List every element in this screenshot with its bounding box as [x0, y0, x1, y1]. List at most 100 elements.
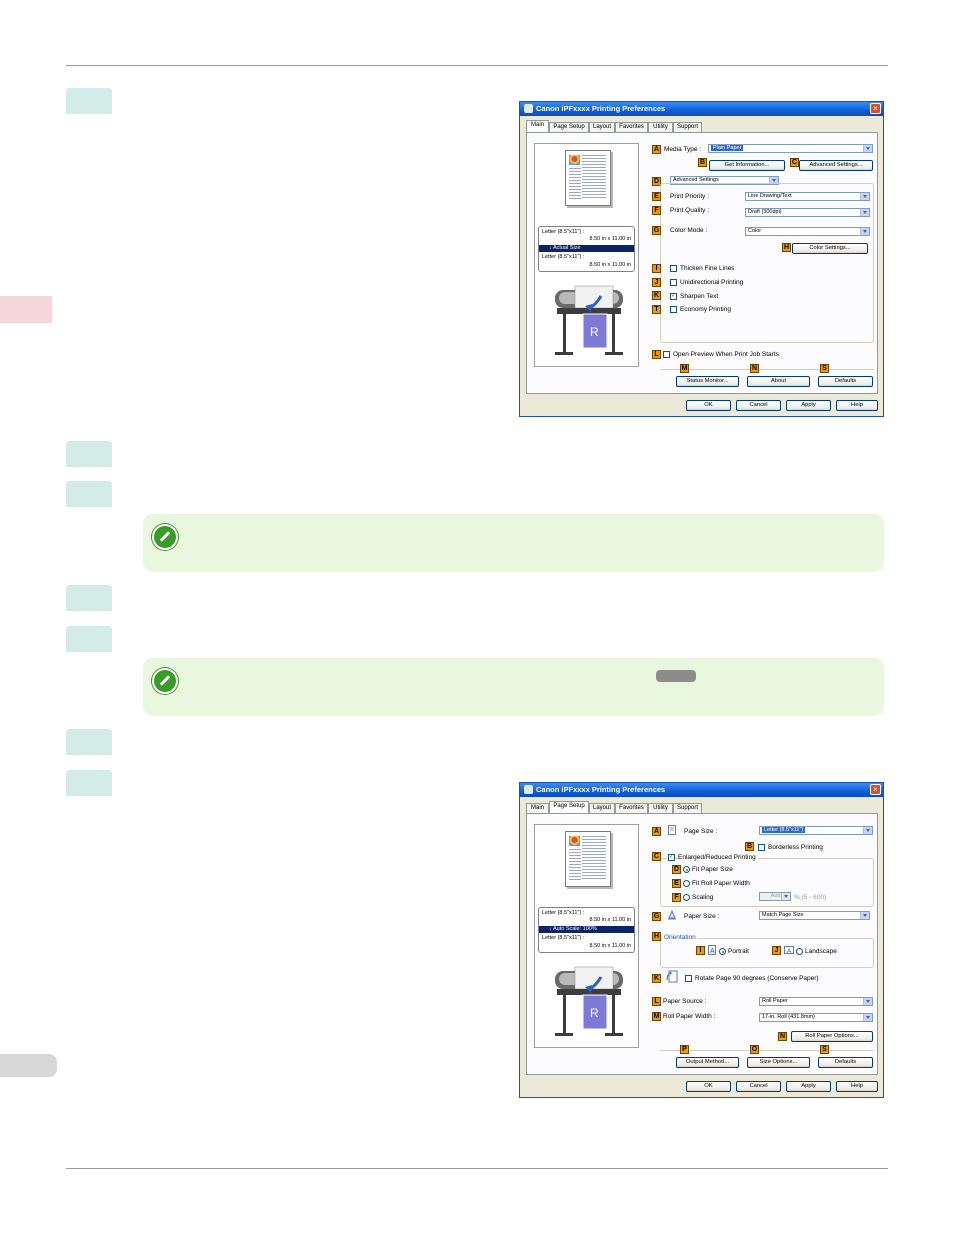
color-mode-value: Color — [748, 228, 762, 234]
advanced-settings-button[interactable]: Advanced Settings... — [799, 160, 873, 171]
print-priority-label: Print Priority : — [670, 193, 710, 200]
tab-utility[interactable]: Utility — [648, 122, 673, 132]
landscape-label: Landscape — [805, 948, 837, 955]
tab-panel-page-setup: Letter (8.5"x11") : 8.50 in x 11.00 in ↓… — [526, 813, 878, 1075]
status-monitor-button[interactable]: Status Monitor... — [676, 376, 739, 387]
note-box — [143, 514, 884, 572]
tab-main[interactable]: Main — [526, 803, 549, 813]
output-size-value: 8.50 in x 11.00 in — [589, 262, 631, 268]
separator — [660, 369, 874, 370]
chevron-down-icon[interactable] — [860, 209, 869, 216]
tab-support[interactable]: Support — [673, 803, 702, 813]
thumbnail-text-lines — [582, 155, 606, 199]
print-priority-select[interactable]: Line Drawing/Text — [745, 192, 870, 201]
open-preview-label: Open Preview When Print Job Starts — [673, 351, 779, 358]
help-button[interactable]: Help — [836, 1081, 878, 1092]
apply-button[interactable]: Apply — [786, 400, 831, 411]
economy-printing-checkbox[interactable] — [670, 306, 677, 313]
sharpen-text-checkbox[interactable] — [670, 292, 677, 300]
tab-main[interactable]: Main — [526, 120, 549, 132]
callout-label-l: L — [652, 350, 661, 359]
callout-label-k: K — [652, 291, 661, 300]
help-button[interactable]: Help — [836, 400, 878, 411]
callout-label-i: I — [696, 946, 705, 955]
down-arrow-icon: ↓ — [549, 245, 552, 251]
printer-illustration-icon: R — [555, 966, 623, 1036]
close-button[interactable]: × — [870, 784, 881, 795]
settings-mode-select[interactable]: Advanced Settings — [670, 176, 779, 185]
fit-roll-paper-width-radio[interactable] — [683, 880, 690, 887]
spinner-icon[interactable] — [781, 893, 790, 900]
callout-label-o: O — [750, 1045, 759, 1054]
tab-page-setup[interactable]: Page Setup — [549, 122, 589, 132]
callout-label-b: B — [698, 158, 707, 167]
roll-paper-options-button[interactable]: Roll Paper Options... — [791, 1031, 873, 1042]
rotate-page-checkbox[interactable] — [685, 975, 692, 982]
color-settings-button[interactable]: Color Settings... — [792, 243, 868, 254]
portrait-radio[interactable] — [719, 948, 726, 955]
enlarged-reduced-checkbox[interactable] — [668, 853, 675, 861]
chevron-down-icon[interactable] — [769, 177, 778, 184]
size-options-button[interactable]: Size Options... — [747, 1057, 810, 1068]
paper-size-icon — [668, 910, 676, 920]
scaling-radio[interactable] — [683, 894, 690, 901]
tab-utility[interactable]: Utility — [648, 803, 673, 813]
callout-label-b: B — [745, 842, 754, 851]
open-preview-checkbox[interactable] — [663, 351, 670, 358]
ok-button[interactable]: OK — [686, 400, 731, 411]
paper-size-value: Match Page Size — [762, 912, 804, 918]
close-button[interactable]: × — [870, 103, 881, 114]
roll-paper-width-select[interactable]: 17-in. Roll (431.8mm) — [759, 1013, 873, 1022]
chevron-down-icon[interactable] — [863, 827, 872, 834]
chevron-down-icon[interactable] — [860, 912, 869, 919]
fit-paper-size-label: Fit Paper Size — [692, 866, 733, 873]
chevron-down-icon[interactable] — [863, 998, 872, 1005]
paper-source-select[interactable]: Roll Paper — [759, 997, 873, 1006]
callout-label-l: L — [652, 997, 661, 1006]
media-type-select[interactable]: Plain Paper — [708, 144, 873, 153]
about-button[interactable]: About — [747, 376, 810, 387]
tab-favorites[interactable]: Favorites — [615, 122, 648, 132]
callout-label-n: N — [750, 364, 759, 373]
printer-app-icon — [524, 785, 533, 794]
enlarged-reduced-label: Enlarged/Reduced Printing — [678, 854, 758, 861]
tab-layout[interactable]: Layout — [589, 803, 615, 813]
thicken-fine-lines-checkbox[interactable] — [670, 265, 677, 272]
paper-size-select[interactable]: Match Page Size — [759, 911, 870, 920]
note-pencil-icon — [152, 668, 178, 694]
color-mode-select[interactable]: Color — [745, 227, 870, 236]
chevron-down-icon[interactable] — [863, 145, 872, 152]
landscape-radio[interactable] — [796, 948, 803, 955]
tab-layout[interactable]: Layout — [589, 122, 615, 132]
unidirectional-printing-checkbox[interactable] — [670, 279, 677, 286]
page-size-icon — [668, 825, 676, 835]
scaling-input[interactable]: Auto — [759, 892, 791, 901]
output-method-button[interactable]: Output Method... — [676, 1057, 739, 1068]
original-size-label: Letter (8.5"x11") : — [542, 910, 585, 916]
chevron-down-icon[interactable] — [860, 193, 869, 200]
cancel-button[interactable]: Cancel — [736, 400, 781, 411]
borderless-printing-checkbox[interactable] — [758, 844, 765, 851]
chevron-down-icon[interactable] — [863, 1014, 872, 1021]
apply-button[interactable]: Apply — [786, 1081, 831, 1092]
print-quality-value: Draft (300dpi) — [748, 209, 782, 215]
defaults-button[interactable]: Defaults — [818, 376, 873, 387]
callout-label-d: D — [652, 177, 661, 186]
fit-paper-size-radio[interactable] — [683, 866, 690, 873]
tab-support[interactable]: Support — [673, 122, 702, 132]
economy-printing-label: Economy Printing — [680, 306, 731, 313]
get-information-button[interactable]: Get Information... — [709, 160, 785, 171]
tab-favorites[interactable]: Favorites — [615, 803, 648, 813]
chevron-down-icon[interactable] — [860, 228, 869, 235]
callout-label-g: G — [652, 226, 661, 235]
enlarged-reduced-group — [660, 858, 874, 907]
page-size-select[interactable]: Letter (8.5"x11") — [759, 826, 873, 835]
advanced-settings-group — [660, 183, 874, 343]
cancel-button[interactable]: Cancel — [736, 1081, 781, 1092]
print-quality-select[interactable]: Draft (300dpi) — [745, 208, 870, 217]
step-marker — [66, 626, 112, 652]
tab-page-setup[interactable]: Page Setup — [549, 801, 589, 813]
svg-text:R: R — [590, 325, 599, 339]
defaults-button[interactable]: Defaults — [818, 1057, 873, 1068]
ok-button[interactable]: OK — [686, 1081, 731, 1092]
